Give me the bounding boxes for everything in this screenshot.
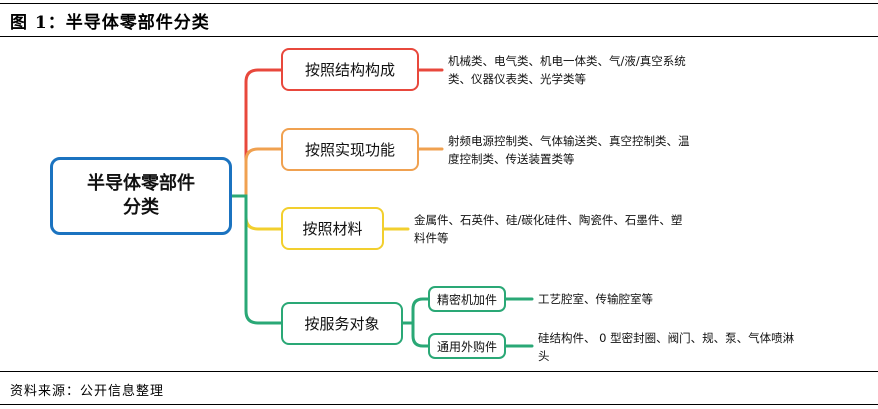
connector-service — [230, 194, 283, 325]
sub-general-purchased-description: 硅结构件、 0 型密封圈、阀门、规、泵、气体喷淋 头 — [538, 329, 838, 365]
desc-line: 工艺腔室、传输腔室等 — [538, 292, 653, 306]
branch-service-node[interactable]: 按服务对象 — [281, 302, 403, 345]
title-rule — [0, 36, 878, 37]
desc-line: 金属件、石英件、硅/碳化硅件、陶瓷件、石墨件、塑 — [414, 213, 683, 227]
branch-material-description: 金属件、石英件、硅/碳化硅件、陶瓷件、石墨件、塑 料件等 — [414, 211, 734, 247]
mindmap-connectors — [230, 68, 534, 348]
bottom-rule — [0, 404, 878, 405]
branch-structure-node[interactable]: 按照结构构成 — [281, 48, 419, 91]
source-rule — [0, 371, 878, 372]
branch-material-node[interactable]: 按照材料 — [281, 207, 384, 250]
sub-general-purchased-node[interactable]: 通用外购件 — [428, 333, 506, 359]
desc-line: 头 — [538, 349, 550, 363]
sub-precision-machined-description: 工艺腔室、传输腔室等 — [538, 290, 838, 308]
connector-service-sub2 — [401, 321, 430, 348]
branch-function-node[interactable]: 按照实现功能 — [281, 128, 419, 171]
sub-precision-machined-node[interactable]: 精密机加件 — [428, 286, 506, 312]
desc-line: 度控制类、传送装置类等 — [448, 152, 575, 166]
root-label-line1: 半导体零部件 — [87, 173, 195, 194]
connector-function — [230, 147, 283, 198]
root-node[interactable]: 半导体零部件 分类 — [50, 157, 232, 235]
branch-function-description: 射频电源控制类、气体输送类、真空控制类、温 度控制类、传送装置类等 — [448, 132, 748, 168]
connector-structure — [230, 68, 283, 198]
desc-line: 类、仪器仪表类、光学类等 — [448, 72, 586, 86]
root-label-line2: 分类 — [123, 197, 159, 218]
top-rule — [0, 3, 878, 4]
source-note: 资料来源：公开信息整理 — [10, 384, 165, 399]
desc-line: 料件等 — [414, 231, 449, 245]
desc-line: 射频电源控制类、气体输送类、真空控制类、温 — [448, 134, 690, 148]
connector-material — [230, 194, 283, 231]
connector-service-sub1 — [401, 297, 430, 325]
desc-line: 硅结构件、 0 型密封圈、阀门、规、泵、气体喷淋 — [538, 331, 795, 345]
branch-structure-description: 机械类、电气类、机电一体类、气/液/真空系统 类、仪器仪表类、光学类等 — [448, 52, 748, 88]
desc-line: 机械类、电气类、机电一体类、气/液/真空系统 — [448, 54, 686, 68]
figure-title: 图 1：半导体零部件分类 — [10, 13, 210, 33]
